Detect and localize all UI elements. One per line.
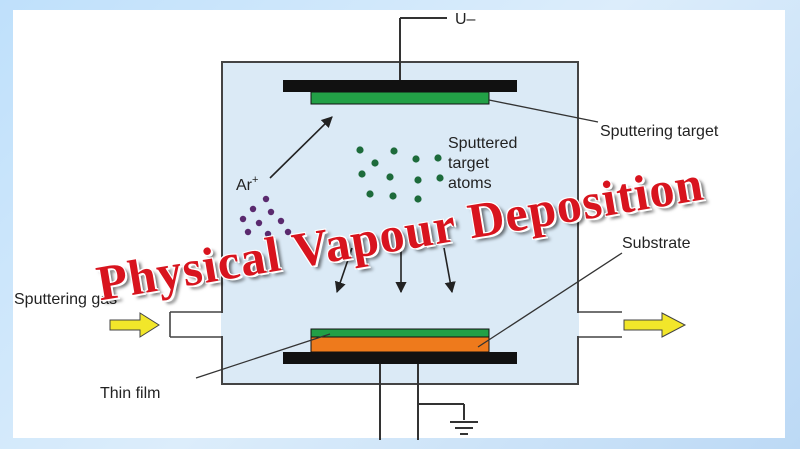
argon-ion-dot: [284, 228, 292, 236]
sputtered-atom-dot: [414, 195, 422, 203]
deposition-arrows: [334, 247, 456, 294]
anode-plate: [283, 352, 517, 364]
sputtered-atom-dot: [390, 147, 398, 155]
sputtering-target: [310, 91, 490, 105]
deposition-arrow: [443, 247, 456, 294]
sputtered-atom-dot: [414, 176, 422, 184]
argon-ion-dot: [264, 230, 272, 238]
sputtered-atom-dot: [386, 173, 394, 181]
bottom-leads: [379, 364, 465, 440]
sputtered-atom-dot: [356, 146, 364, 154]
argon-ion-dot: [255, 219, 263, 227]
substrate-leader-line: [477, 252, 623, 348]
gas-outlet-pipe: [578, 311, 622, 338]
sputtering-target-label: Sputtering target: [600, 123, 719, 140]
sputtered-atoms: [356, 146, 444, 203]
target-leader-line: [488, 99, 599, 123]
sputtered-atoms-label-line3: atoms: [448, 175, 492, 192]
sputtered-atom-dot: [371, 159, 379, 167]
gas-inlet-pipe: [169, 311, 222, 338]
argon-ion-dot: [249, 205, 257, 213]
voltage-label: U–: [455, 11, 476, 28]
thin-film-leader-line: [195, 333, 331, 379]
sputtered-atom-dot: [358, 170, 366, 178]
sputtered-atoms-label-line2: target: [448, 155, 489, 172]
deposition-arrow: [334, 247, 353, 294]
voltage-lead: [399, 17, 447, 80]
argon-ion-arrow: [269, 116, 333, 179]
sputtering-gas-label: Sputtering gas: [14, 291, 117, 308]
sputtered-atom-dot: [389, 192, 397, 200]
cathode-plate: [283, 80, 517, 92]
ground-icon: [450, 421, 478, 435]
gas-inlet-arrow: [109, 312, 160, 338]
thin-film-label: Thin film: [100, 385, 160, 402]
substrate: [310, 336, 490, 353]
argon-ions: [239, 195, 292, 238]
argon-ion-dot: [267, 208, 275, 216]
gas-outlet-arrow: [623, 312, 687, 338]
sputtered-atoms-label-line1: Sputtered: [448, 135, 517, 152]
sputtered-atom-dot: [412, 155, 420, 163]
argon-ion-dot: [262, 195, 270, 203]
thin-film: [310, 328, 490, 338]
sputtered-atom-dot: [436, 174, 444, 182]
argon-ion-dot: [239, 215, 247, 223]
sputtered-atom-dot: [366, 190, 374, 198]
argon-ion-dot: [277, 217, 285, 225]
sputtered-atom-dot: [434, 154, 442, 162]
argon-ion-dot: [244, 228, 252, 236]
substrate-label: Substrate: [622, 235, 691, 252]
